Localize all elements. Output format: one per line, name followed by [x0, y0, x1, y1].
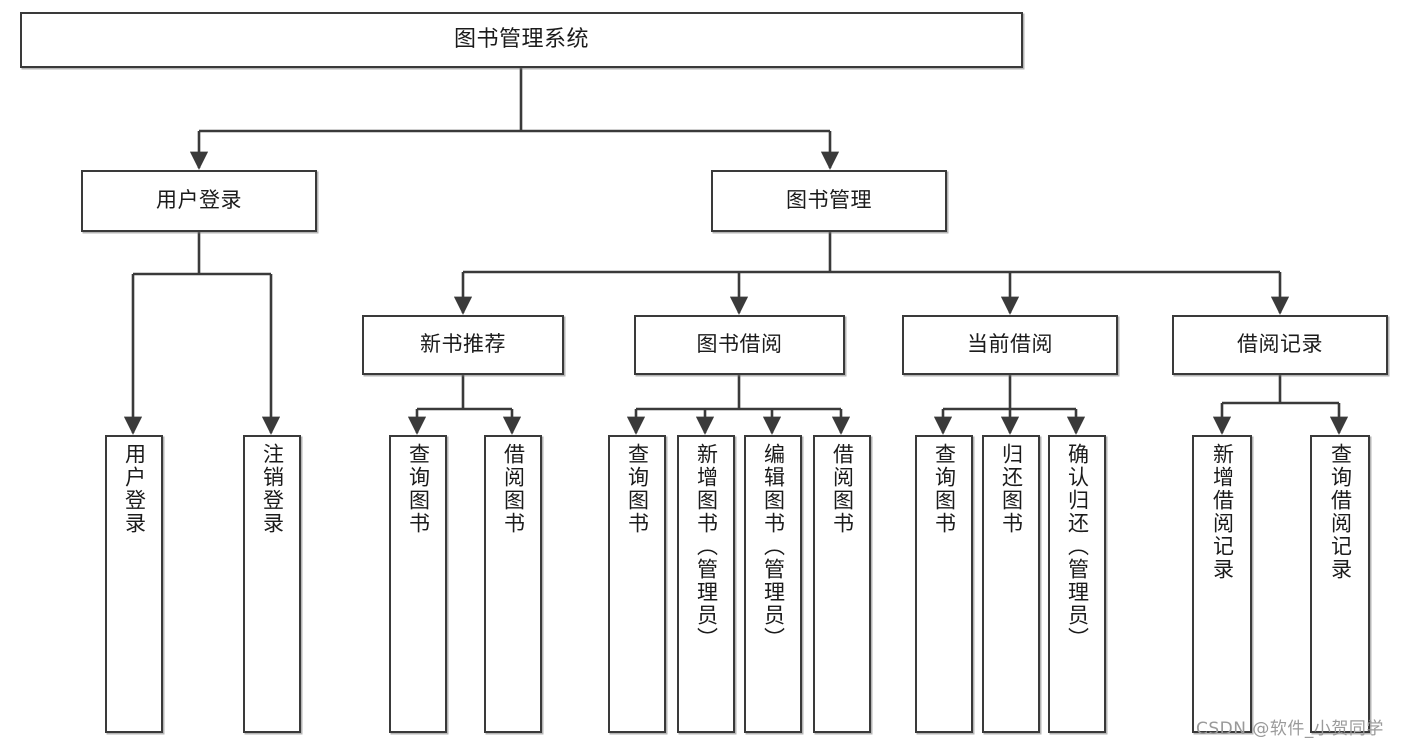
- leaf-add-book-admin[interactable]: 新增图书（管理员）: [677, 435, 735, 733]
- leaf-logout-login[interactable]: 注销登录: [243, 435, 301, 733]
- leaf-query-book-recommend[interactable]: 查询图书: [389, 435, 447, 733]
- node-label: 查询图书: [932, 443, 957, 535]
- node-label: 查询图书: [406, 443, 431, 535]
- leaf-borrow-book-recommend[interactable]: 借阅图书: [484, 435, 542, 733]
- node-label: 当前借阅: [967, 332, 1053, 357]
- node-book-management[interactable]: 图书管理: [711, 170, 947, 232]
- node-label: 借阅图书: [501, 443, 526, 535]
- leaf-return-book[interactable]: 归还图书: [982, 435, 1040, 733]
- leaf-user-login[interactable]: 用户登录: [105, 435, 163, 733]
- leaf-borrow-book[interactable]: 借阅图书: [813, 435, 871, 733]
- node-label: 新增图书（管理员）: [694, 443, 719, 650]
- node-label: 图书管理系统: [453, 26, 589, 52]
- node-label: 图书管理: [786, 188, 872, 213]
- leaf-edit-book-admin[interactable]: 编辑图书（管理员）: [744, 435, 802, 733]
- node-user-login[interactable]: 用户登录: [81, 170, 317, 232]
- leaf-add-borrow-record[interactable]: 新增借阅记录: [1192, 435, 1252, 733]
- node-label: 用户登录: [156, 188, 242, 213]
- node-label: 编辑图书（管理员）: [761, 443, 786, 650]
- node-label: 图书借阅: [696, 332, 783, 357]
- node-label: 查询图书: [625, 443, 650, 535]
- node-label: 确认归还（管理员）: [1065, 443, 1090, 650]
- node-label: 归还图书: [999, 443, 1024, 535]
- node-borrow-record[interactable]: 借阅记录: [1172, 315, 1388, 375]
- node-label: 新书推荐: [420, 332, 506, 357]
- leaf-query-book-current[interactable]: 查询图书: [915, 435, 973, 733]
- node-root-book-management-system[interactable]: 图书管理系统: [20, 12, 1023, 68]
- node-label: 用户登录: [122, 443, 147, 535]
- node-new-book-recommend[interactable]: 新书推荐: [362, 315, 564, 375]
- leaf-query-borrow-record[interactable]: 查询借阅记录: [1310, 435, 1370, 733]
- node-label: 新增借阅记录: [1210, 443, 1235, 581]
- leaf-confirm-return-admin[interactable]: 确认归还（管理员）: [1048, 435, 1106, 733]
- node-label: 借阅记录: [1237, 332, 1323, 357]
- node-label: 借阅图书: [830, 443, 855, 535]
- leaf-query-book-borrow[interactable]: 查询图书: [608, 435, 666, 733]
- node-label: 查询借阅记录: [1328, 443, 1353, 581]
- node-label: 注销登录: [260, 443, 285, 535]
- node-book-borrow[interactable]: 图书借阅: [634, 315, 845, 375]
- node-current-borrow[interactable]: 当前借阅: [902, 315, 1118, 375]
